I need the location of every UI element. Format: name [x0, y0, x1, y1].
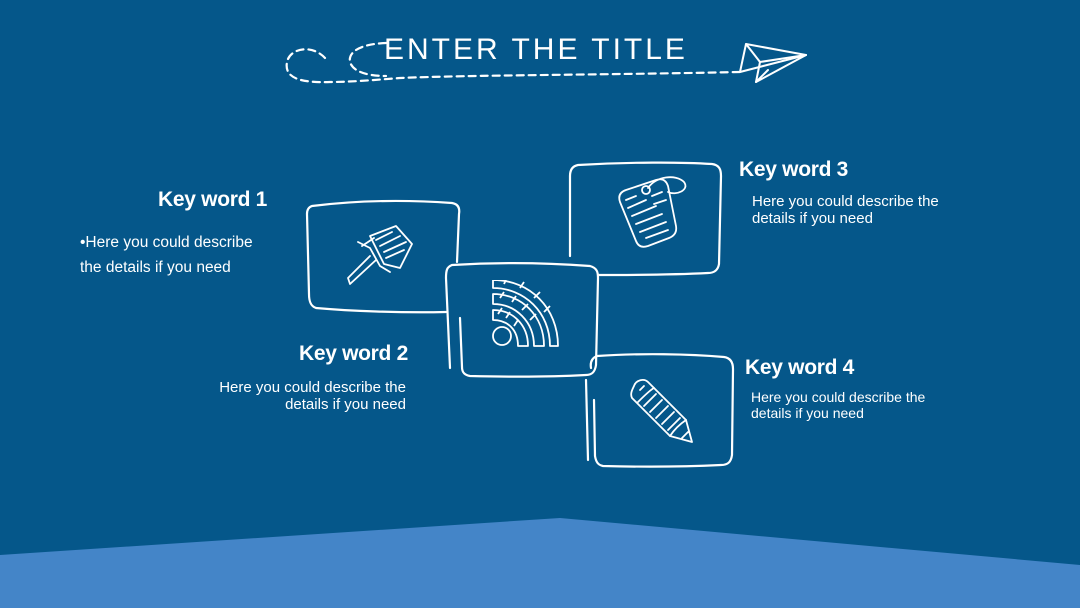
price-tag-icon	[618, 176, 687, 248]
keyword-1-heading: Key word 1	[158, 188, 268, 211]
frame-1	[305, 199, 461, 314]
frame-4	[584, 353, 735, 468]
keyword-2-heading: Key word 2	[298, 342, 408, 365]
paper-plane-icon	[739, 43, 807, 83]
frame-2	[444, 262, 600, 378]
frame-3	[568, 161, 723, 277]
pencil-icon	[630, 379, 693, 443]
keyword-4-description: Here you could describe the details if y…	[751, 389, 926, 421]
keyword-4-heading: Key word 4	[745, 356, 855, 379]
rss-feed-icon	[492, 280, 559, 347]
pushpin-icon	[347, 225, 413, 285]
slide-title: ENTER THE TITLE	[384, 33, 688, 66]
keyword-3-heading: Key word 3	[739, 158, 849, 181]
keyword-3-description: Here you could describe the details if y…	[752, 193, 939, 227]
keyword-1-description: •Here you could describe the details if …	[80, 234, 253, 276]
keyword-2-description: Here you could describe the details if y…	[219, 379, 406, 413]
